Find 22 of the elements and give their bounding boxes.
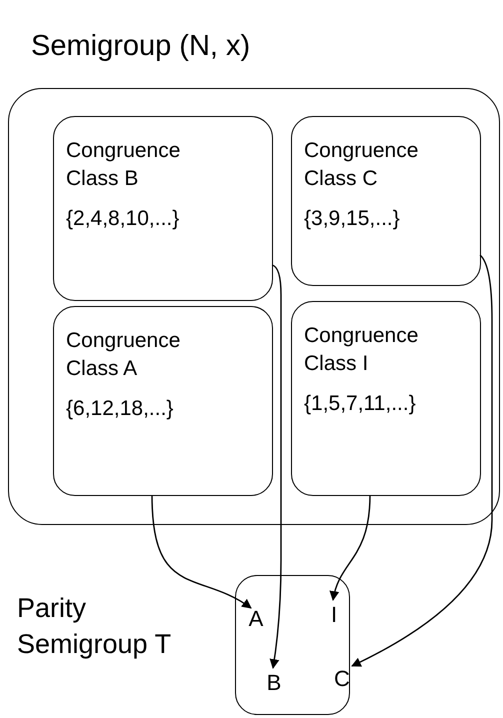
- arrow: [270, 264, 282, 669]
- set-text: {1,5,7,11,...}: [304, 391, 417, 417]
- class-box: [291, 301, 481, 496]
- class-title: Congruence Class B: [66, 138, 182, 192]
- parity-title: Parity Semigroup T: [17, 592, 172, 661]
- set-text: {6,12,18,...}: [66, 396, 174, 422]
- class-title: Congruence Class A: [66, 328, 182, 382]
- class-box: [291, 116, 481, 286]
- set-element: B: [263, 669, 285, 697]
- set-element: C: [331, 665, 353, 693]
- set-text: {3,9,15,...}: [304, 206, 401, 232]
- class-title: Congruence Class I: [304, 323, 420, 377]
- set-element: A: [245, 605, 267, 633]
- class-title: Congruence Class C: [304, 138, 420, 192]
- set-text: {2,4,8,10,...}: [66, 206, 180, 232]
- semigroup-title: Semigroup (N, x): [31, 32, 250, 61]
- set-element: I: [323, 601, 345, 629]
- class-box: [53, 306, 273, 496]
- arrow: [351, 254, 493, 667]
- arrow: [151, 494, 252, 609]
- class-box: [53, 116, 273, 301]
- arrow: [330, 494, 371, 601]
